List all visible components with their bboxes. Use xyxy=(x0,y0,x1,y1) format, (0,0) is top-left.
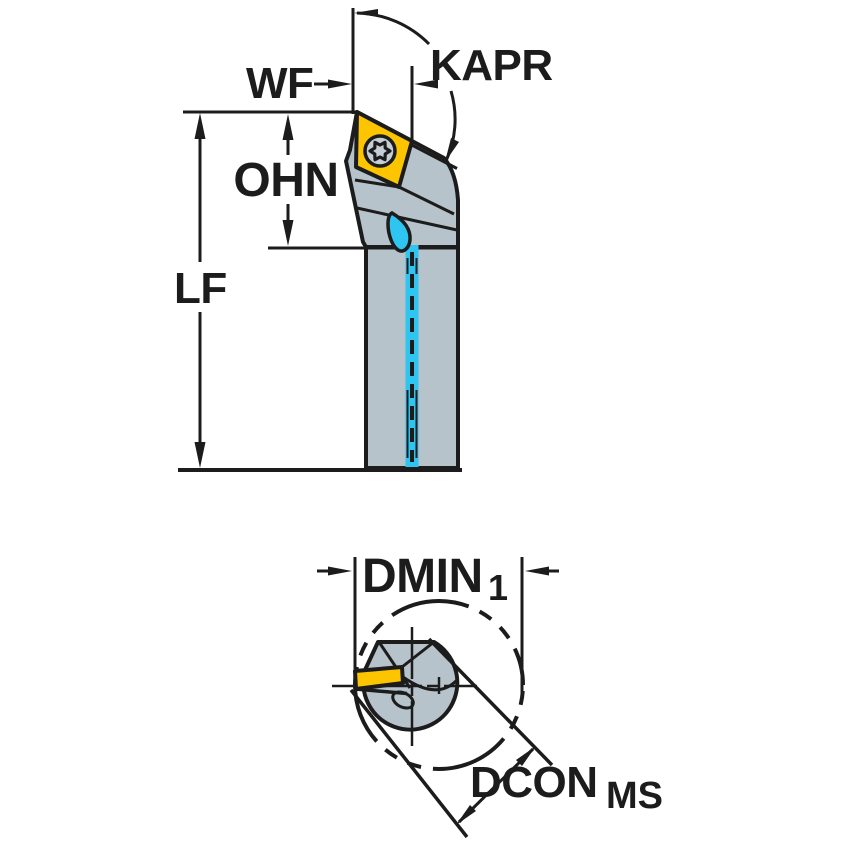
arrowhead-left-icon xyxy=(414,79,438,89)
dcon-dimension: DCON MS xyxy=(349,637,663,839)
dcon-tangent-lower xyxy=(349,688,469,839)
arrowhead-down-icon xyxy=(194,442,206,468)
arrowhead-up-icon xyxy=(282,114,294,140)
side-view-drawing: LF OHN WF KAPR xyxy=(174,8,553,472)
end-view-drawing: DMIN 1 DCON MS xyxy=(317,550,663,839)
lf-dimension: LF xyxy=(174,113,227,468)
dcon-subscript: MS xyxy=(606,775,663,817)
head-facet-line xyxy=(356,206,458,232)
dmin-label: DMIN xyxy=(362,550,483,603)
arrowhead-up-icon xyxy=(194,113,206,139)
torx-screw-icon xyxy=(368,140,392,162)
coolant-channel xyxy=(386,211,419,467)
ohn-label: OHN xyxy=(233,154,338,207)
edge-curve xyxy=(402,675,459,692)
kapr-arc-upper xyxy=(356,11,431,46)
insert-screw xyxy=(363,134,397,168)
ohn-dimension: OHN xyxy=(233,114,339,246)
head-facet-line xyxy=(398,185,455,216)
head-facet-line xyxy=(354,178,400,189)
tool-side-body xyxy=(344,110,460,470)
arrowhead-right-icon xyxy=(328,79,352,89)
cutting-edge-line xyxy=(407,141,458,170)
coolant-exit-teardrop xyxy=(386,211,412,253)
wf-label: WF xyxy=(246,59,313,108)
kapr-label: KAPR xyxy=(430,41,553,90)
cutting-insert-end-view xyxy=(353,665,405,691)
dcon-tangent-upper xyxy=(427,637,554,767)
kapr-dimension: KAPR xyxy=(354,9,553,162)
arrowhead-up-right-icon xyxy=(516,746,536,766)
arrowhead-down-left-icon xyxy=(456,805,476,825)
dmin-subscript: 1 xyxy=(488,567,508,608)
coolant-duct xyxy=(405,245,419,467)
pocket-back-line xyxy=(401,640,435,669)
arrowhead-left-icon xyxy=(525,566,549,576)
lf-label: LF xyxy=(174,264,227,313)
arrowhead-left-icon xyxy=(354,9,378,17)
arrowhead-down-icon xyxy=(282,220,294,246)
arrowhead-right-icon xyxy=(328,566,352,576)
arrowhead-down-left-icon xyxy=(445,138,459,162)
dcon-label: DCON xyxy=(470,758,598,807)
dmin-dimension: DMIN 1 xyxy=(317,550,559,695)
wf-dimension: WF xyxy=(246,59,438,108)
